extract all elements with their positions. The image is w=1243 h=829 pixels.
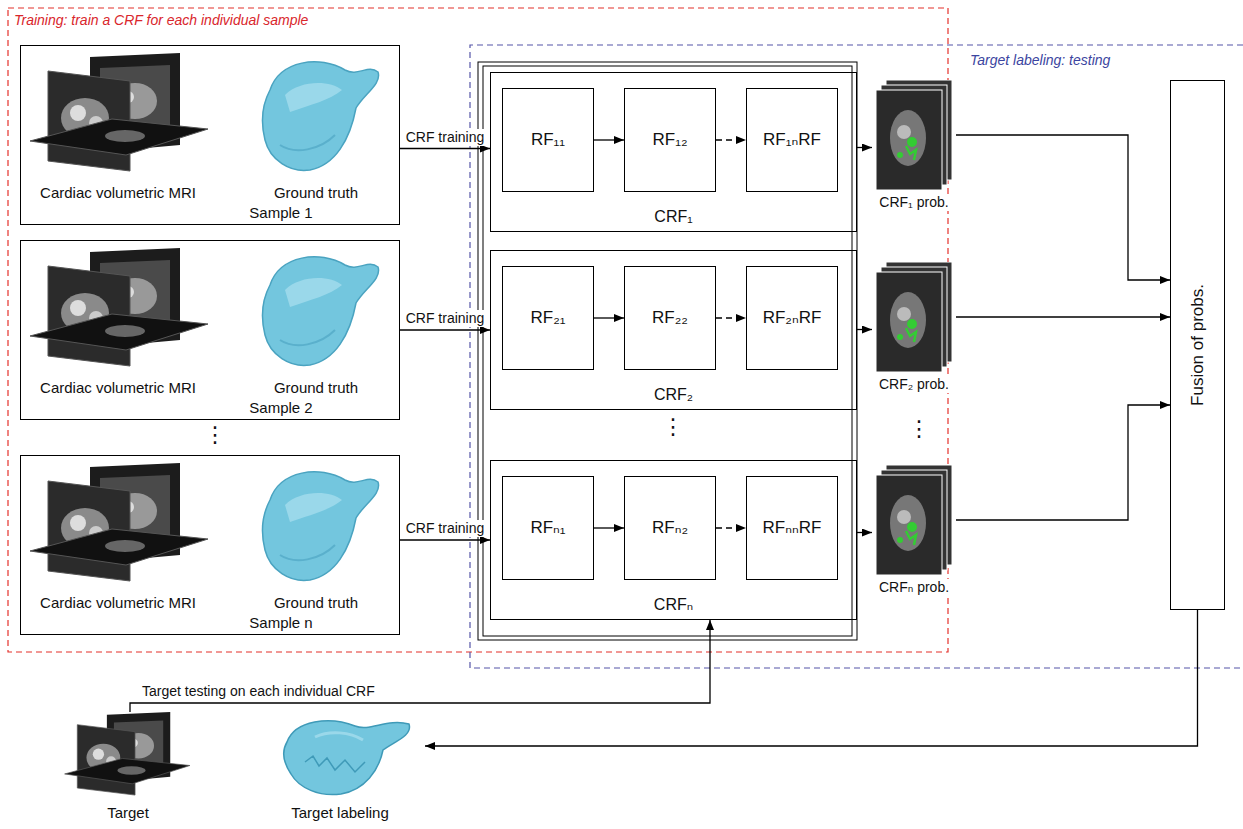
node-text: Ground truth xyxy=(243,594,389,612)
rf-box: RF₁ₙRF xyxy=(746,88,838,192)
node-text: CRFₙ xyxy=(491,595,856,614)
mri-volume xyxy=(30,463,208,581)
mri-volume xyxy=(65,712,190,795)
arrow-connector xyxy=(400,329,490,330)
fusion-box: Fusion of probs. xyxy=(1170,80,1225,610)
node-text: RFₙ₂ xyxy=(652,518,688,538)
node-text: Cardiac volumetric MRI xyxy=(25,594,211,612)
node-text: Ground truth xyxy=(243,184,389,202)
sample-box: Cardiac volumetric MRI Ground truthSample… xyxy=(20,240,400,420)
node-text: RF₁₁ xyxy=(531,130,565,150)
node-text: RF₁₂ xyxy=(653,130,688,150)
node-text: CRF₂ xyxy=(491,385,856,404)
edge-label: CRF training xyxy=(404,520,487,537)
node-text: Target xyxy=(38,804,218,822)
arrow-connector xyxy=(594,139,624,140)
node-text: Cardiac volumetric MRI xyxy=(25,379,211,397)
probability-stack xyxy=(876,465,952,575)
arrow-connector xyxy=(956,135,1170,280)
edge-label: Target testing on each individual CRF xyxy=(140,683,377,700)
sample-box: Cardiac volumetric MRI Ground truthSample… xyxy=(20,45,400,225)
node-text: Fusion of probs. xyxy=(1187,284,1207,406)
arrow-connector xyxy=(956,405,1170,520)
rf-box: RF₂₂ xyxy=(624,266,716,370)
mri-volume xyxy=(30,248,208,366)
node-text: CRF₁ prob. xyxy=(868,194,960,211)
node-text: Sample n xyxy=(221,614,341,632)
sample-box: Cardiac volumetric MRI Ground truthSample… xyxy=(20,455,400,635)
training-region xyxy=(8,8,948,652)
crf-box: CRF₂ RF₂₁ RF₂₂ RF₂ₙRF xyxy=(490,250,857,410)
edge-label: CRF training xyxy=(404,310,487,327)
probability-map: CRF₂ prob. xyxy=(872,262,956,397)
node-text: CRFₙ prob. xyxy=(868,579,960,596)
target-labeling: Target labeling xyxy=(255,712,425,825)
arrow-connector xyxy=(857,329,872,330)
node-text: CRF₂ prob. xyxy=(868,376,960,393)
node-text: RF₁ₙRF xyxy=(763,130,821,150)
rf-box: RFₙₙRF xyxy=(746,476,838,580)
rf-box: RF₂ₙRF xyxy=(746,266,838,370)
probability-stack xyxy=(876,80,952,190)
ellipsis: ⋮ xyxy=(908,416,930,442)
probability-map: CRFₙ prob. xyxy=(872,465,956,600)
node-text: Ground truth xyxy=(243,379,389,397)
node-text: Cardiac volumetric MRI xyxy=(25,184,211,202)
probability-stack xyxy=(876,262,952,372)
rf-box: RF₂₁ xyxy=(502,266,594,370)
rf-box: RFₙ₂ xyxy=(624,476,716,580)
target-image: Target xyxy=(38,712,218,825)
crf-box: CRFₙ RFₙ₁ RFₙ₂ RFₙₙRF xyxy=(490,460,857,620)
edge-label: CRF training xyxy=(404,129,487,146)
ellipsis: ⋮ xyxy=(204,422,226,448)
arrow-connector xyxy=(594,527,624,528)
target-labeling-shape xyxy=(284,721,410,795)
node-text: RF₂ₙRF xyxy=(763,308,822,328)
rf-box: RFₙ₁ xyxy=(502,476,594,580)
arrow-connector xyxy=(400,539,490,540)
node-text: Target labeling xyxy=(255,804,425,822)
arrow-connector xyxy=(857,532,872,533)
node-text: Sample 1 xyxy=(221,204,341,222)
testing-region xyxy=(470,45,1243,668)
arrow-connector xyxy=(400,148,490,149)
arrow-connector xyxy=(716,527,746,528)
node-text: RFₙ₁ xyxy=(530,518,565,538)
crf-box: CRF₁ RF₁₁ RF₁₂ RF₁ₙRF xyxy=(490,72,857,232)
ellipsis: ⋮ xyxy=(662,414,684,440)
node-text: CRF₁ xyxy=(491,207,856,226)
ground-truth-shape xyxy=(262,62,378,171)
region-title: Training: train a CRF for each individua… xyxy=(14,12,308,29)
mri-volume xyxy=(30,53,208,171)
probability-map: CRF₁ prob. xyxy=(872,80,956,215)
rf-box: RF₁₂ xyxy=(624,88,716,192)
node-text: RF₂₂ xyxy=(652,308,688,328)
region-title: Target labeling: testing xyxy=(970,52,1110,69)
crf-group-frame xyxy=(483,66,852,636)
ground-truth-shape xyxy=(262,257,378,366)
node-text: RFₙₙRF xyxy=(763,518,822,538)
node-text: Sample 2 xyxy=(221,399,341,417)
node-text: RF₂₁ xyxy=(531,308,566,328)
arrow-connector xyxy=(594,317,624,318)
arrow-connector xyxy=(130,620,710,712)
ground-truth-shape xyxy=(262,472,378,581)
arrow-connector xyxy=(956,316,1170,317)
arrow-connector xyxy=(716,317,746,318)
arrow-connector xyxy=(425,610,1198,746)
crf-group-frame xyxy=(478,62,857,640)
arrow-connector xyxy=(857,147,872,148)
rf-box: RF₁₁ xyxy=(502,88,594,192)
arrow-connector xyxy=(716,139,746,140)
